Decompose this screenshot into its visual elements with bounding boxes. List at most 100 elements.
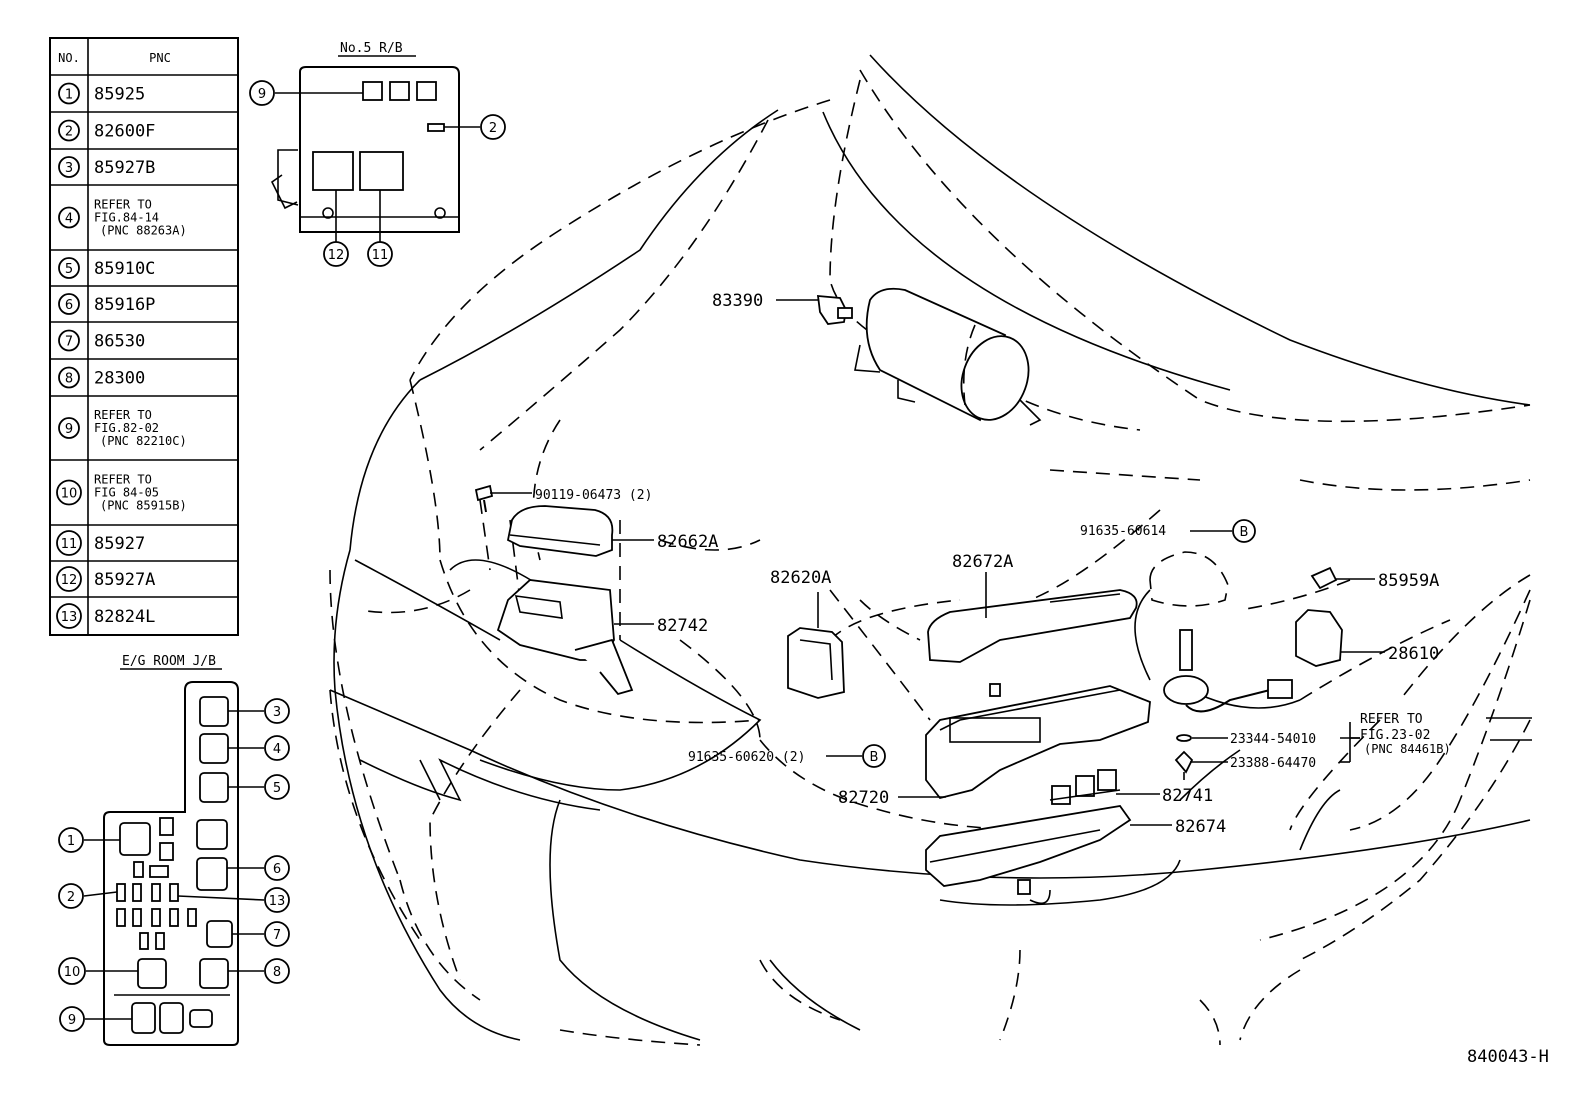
row-number-circle: [58, 156, 80, 178]
row-pnc: 85927A: [94, 570, 155, 590]
table-row: 8 28300: [50, 366, 238, 397]
row-number-circle: [56, 566, 82, 592]
row-number-circle: [56, 530, 82, 556]
rb5-callout-11: 11: [372, 248, 389, 263]
eg-callout-3: 3: [273, 705, 281, 720]
row-pnc-line: (PNC 82210C): [100, 434, 187, 448]
label-23344: 23344-54010: [1230, 732, 1316, 747]
label-90119: 90119-06473 (2): [535, 488, 652, 503]
row-number: 1: [65, 88, 73, 103]
row-number-circle: [58, 257, 80, 279]
row-number-circle: [58, 206, 80, 229]
label-85959A: 85959A: [1378, 571, 1439, 591]
table-row: 13 82824L: [56, 603, 155, 629]
label-82672A: 82672A: [952, 552, 1013, 572]
table-row: 7 86530: [50, 329, 238, 360]
label-refer-1: REFER TO: [1360, 712, 1423, 727]
label-82742: 82742: [657, 616, 708, 636]
rb5-inset: No.5 R/B 9 2 12 11: [249, 41, 506, 267]
tray-82674-part: [925, 805, 1132, 887]
eg-callout-9: 9: [68, 1013, 76, 1028]
table-row: 12 85927A: [50, 566, 238, 598]
label-28610: 28610: [1388, 644, 1439, 664]
table-row: 2 82600F: [50, 119, 238, 150]
components: [474, 287, 1343, 895]
relay-82620A-part: [787, 627, 845, 699]
part-labels: 83390 90119-06473 (2) 82662A 82742 82620…: [490, 291, 1549, 1067]
label-82720: 82720: [838, 788, 889, 808]
label-b-left: B: [870, 750, 879, 765]
row-pnc-line: REFER TO: [94, 473, 152, 487]
row-number: 4: [65, 212, 73, 227]
vehicle-outline: [329, 54, 1532, 1046]
eg-callout-1: 1: [67, 834, 75, 849]
row-number-circle: [58, 293, 80, 315]
row-pnc: 28300: [94, 369, 145, 389]
row-number: 2: [65, 125, 73, 140]
row-number: 7: [65, 335, 73, 350]
eg-room-title: E/G ROOM J/B: [122, 654, 216, 669]
row-number-circle: [58, 82, 80, 105]
eg-room-inset: E/G ROOM J/B 3 4: [58, 654, 290, 1046]
row-pnc: 85916P: [94, 295, 155, 315]
row-pnc-line: FIG.84-14: [94, 211, 159, 225]
eg-callout-13: 13: [269, 894, 286, 909]
row-number: 13: [61, 610, 78, 625]
row-number-circle: [58, 329, 80, 352]
table-header-no: NO.: [58, 51, 80, 65]
eg-callout-2: 2: [67, 890, 75, 905]
row-pnc: 85925: [94, 85, 145, 105]
label-b-top: B: [1240, 525, 1249, 540]
row-number: 10: [61, 487, 78, 502]
row-pnc-line: (PNC 88263A): [100, 224, 187, 238]
row-pnc: 82824L: [94, 607, 155, 627]
rb5-callout-9: 9: [258, 87, 266, 102]
row-number: 9: [65, 422, 73, 437]
row-number: 12: [61, 573, 78, 588]
cover-82672A-part: [927, 589, 1138, 663]
row-number-circle: [58, 119, 80, 142]
row-pnc: 85910C: [94, 259, 155, 279]
label-83390: 83390: [712, 291, 763, 311]
table-row: 3 85927B: [50, 156, 238, 186]
rb5-callout-2: 2: [489, 121, 497, 136]
row-pnc: 85927B: [94, 158, 155, 178]
row-number-circle: [58, 366, 80, 389]
socket-28610-part: [1295, 609, 1343, 667]
row-pnc-line: (PNC 85915B): [100, 499, 187, 513]
eg-callout-7: 7: [273, 928, 281, 943]
row-number-circle: [56, 479, 82, 506]
row-pnc-line: FIG.82-02: [94, 421, 159, 435]
row-number-circle: [56, 603, 82, 629]
row-number-circle: [58, 417, 80, 439]
row-number: 6: [65, 298, 73, 313]
label-refer-3: (PNC 84461B): [1364, 742, 1451, 756]
cover-82662A-part: [506, 505, 614, 557]
label-91635-60620: 91635-60620 (2): [688, 750, 805, 765]
label-23388: 23388-64470: [1230, 756, 1316, 771]
eg-callout-10: 10: [64, 965, 81, 980]
row-number: 3: [65, 161, 73, 176]
row-pnc-line: REFER TO: [94, 198, 152, 212]
row-number: 5: [65, 262, 73, 277]
row-pnc: 86530: [94, 332, 145, 352]
row-number: 8: [65, 372, 73, 387]
label-82662A: 82662A: [657, 532, 718, 552]
row-pnc-line: REFER TO: [94, 408, 152, 422]
table-row: 6 85916P: [50, 293, 238, 323]
table-row: 5 85910C: [50, 257, 238, 287]
row-pnc: 82600F: [94, 122, 155, 142]
label-82674: 82674: [1175, 817, 1226, 837]
rb5-callout-12: 12: [328, 248, 345, 263]
rb5-title: No.5 R/B: [340, 41, 403, 56]
eg-callout-5: 5: [273, 781, 281, 796]
row-pnc-line: FIG 84-05: [94, 486, 159, 500]
label-82620A: 82620A: [770, 568, 831, 588]
